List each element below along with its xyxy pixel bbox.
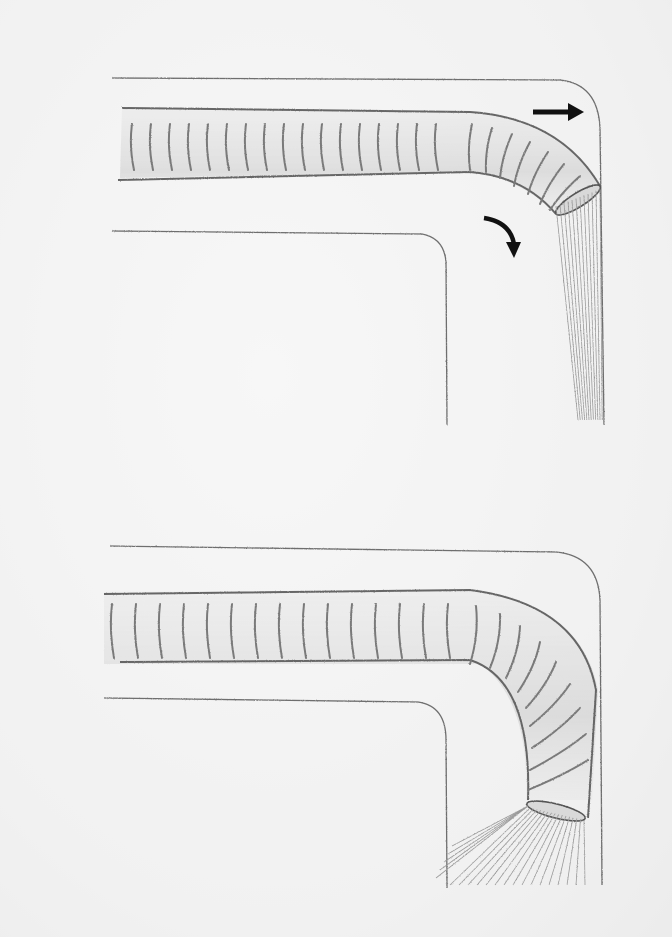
spray-line — [560, 205, 580, 421]
spray-line — [567, 818, 577, 885]
spray-line — [558, 818, 573, 885]
bottom-tube-opening — [525, 797, 587, 825]
spray-line — [584, 820, 585, 885]
top-panel — [112, 78, 604, 425]
spray-line — [444, 806, 528, 862]
spray-line — [450, 808, 530, 885]
bottom-inner-wall — [104, 698, 447, 888]
spray-line — [477, 810, 541, 885]
spray-line — [576, 819, 580, 885]
spray-line — [576, 199, 589, 421]
spray-line — [531, 815, 562, 885]
right-arrow-icon — [533, 103, 584, 121]
top-spray-lines — [556, 190, 602, 421]
spray-line — [440, 806, 528, 870]
bottom-tube-lower-edge — [120, 660, 528, 800]
top-inner-wall — [112, 231, 447, 425]
top-tube-lower-edge — [118, 172, 556, 214]
bottom-panel — [104, 546, 602, 888]
curved-down-arrow-icon — [484, 218, 521, 258]
